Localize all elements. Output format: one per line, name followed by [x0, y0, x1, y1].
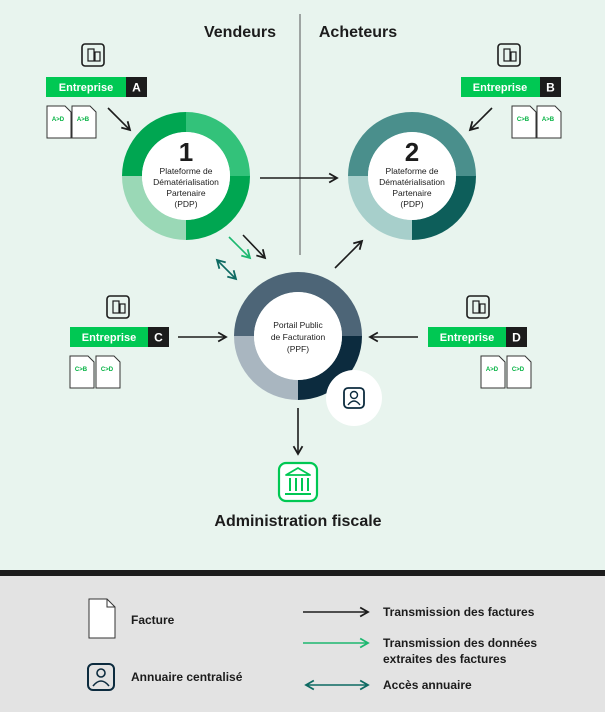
arrow-ppf-to-pdp2	[334, 239, 364, 269]
pdp1-ring-segment	[122, 176, 186, 240]
legend-annuaire: Annuaire centralisé	[131, 670, 243, 684]
pdp2-ring-segment	[348, 112, 412, 176]
enterprise-a: Entreprise A A>D A>B	[46, 43, 147, 139]
facture-icon: C>D	[95, 355, 121, 389]
facture-code: A>B	[542, 117, 555, 123]
pdp2-center	[368, 132, 456, 220]
legend-divider	[0, 570, 605, 576]
enterprise-c-label-box	[70, 327, 148, 347]
enterprise-b-letter-box	[540, 77, 561, 97]
enterprise-d-letter: D	[512, 331, 521, 345]
legend-transmission-donnees: Transmission des données	[383, 636, 537, 650]
pdp1-ring-segment	[186, 112, 250, 176]
enterprise-b-label-box	[461, 77, 540, 97]
pdp2-number: 2	[405, 137, 419, 167]
building-icon	[106, 295, 130, 319]
arrow-annuaire-pdp1-ppf	[215, 258, 238, 281]
facture-icon: A>D	[480, 355, 506, 389]
legend-transmission-factures: Transmission des factures	[383, 605, 535, 619]
facture-code: C>B	[75, 367, 88, 373]
enterprise-a-letter: A	[132, 81, 141, 95]
facture-icon: A>B	[71, 105, 97, 139]
pdp-2: 2 Plateforme de Dématérialisation Parten…	[348, 112, 476, 240]
pdp1-ring-segment	[186, 176, 250, 240]
enterprise-b-label: Entreprise	[473, 82, 527, 94]
building-icon	[81, 43, 105, 67]
annuaire-icon	[87, 663, 115, 691]
enterprise-d-label-box	[428, 327, 506, 347]
legend: Facture Annuaire centralisé Transmission…	[87, 598, 537, 692]
facture-code: A>D	[486, 367, 499, 373]
enterprise-c-label: Entreprise	[82, 332, 136, 344]
pdp1-ring-segment	[122, 112, 186, 176]
pdp2-ring-segment	[412, 112, 476, 176]
pdp2-line: (PDP)	[400, 199, 423, 209]
pdp1-line: Plateforme de	[160, 166, 213, 176]
pdp2-line: Plateforme de	[386, 166, 439, 176]
enterprise-d: Entreprise D A>D C>D	[428, 295, 532, 389]
building-icon	[497, 43, 521, 67]
pdp2-line: Dématérialisation	[379, 177, 445, 187]
enterprise-d-letter-box	[506, 327, 527, 347]
legend-acces-annuaire: Accès annuaire	[383, 678, 472, 692]
pdp2-ring-segment	[348, 176, 412, 240]
acheteurs-header: Acheteurs	[319, 24, 397, 41]
facture-code: A>B	[77, 117, 90, 123]
pdp1-line: Partenaire	[166, 188, 205, 198]
ppf-line: de Facturation	[271, 332, 326, 342]
pdp1-number: 1	[179, 137, 193, 167]
pdp1-line: Dématérialisation	[153, 177, 219, 187]
ppf-ring-segment	[298, 336, 362, 400]
facture-code: C>B	[517, 117, 530, 123]
ppf-line: Portail Public	[273, 320, 323, 330]
ppf-center	[254, 292, 342, 380]
facture-icon: A>D	[46, 105, 72, 139]
ppf: Portail Public de Facturation (PPF)	[234, 272, 362, 400]
enterprise-a-letter-box	[126, 77, 147, 97]
annuaire-icon	[343, 387, 365, 409]
legend-transmission-donnees: extraites des factures	[383, 652, 507, 666]
enterprise-c: Entreprise C C>B C>D	[69, 295, 169, 389]
facture-icon: C>D	[506, 355, 532, 389]
enterprise-c-letter: C	[154, 331, 163, 345]
pdp2-ring-segment	[412, 176, 476, 240]
enterprise-b: Entreprise B C>B A>B	[461, 43, 562, 139]
facture-icon: C>B	[511, 105, 537, 139]
arrow-data-pdp1-to-ppf	[228, 236, 252, 260]
administration-fiscale-label: Administration fiscale	[214, 513, 381, 530]
arrow-pdp1-to-ppf	[242, 234, 267, 260]
facture-code: C>D	[101, 367, 114, 373]
pdp1-center	[142, 132, 230, 220]
facture-code: A>D	[52, 117, 65, 123]
legend-facture: Facture	[131, 613, 175, 627]
government-building-icon	[277, 461, 319, 503]
arrow-enterprise-a-to-pdp1	[107, 107, 132, 132]
building-icon	[466, 295, 490, 319]
ppf-ring-segment	[234, 272, 298, 336]
facture-icon: C>B	[69, 355, 95, 389]
ppf-ring-segment	[298, 272, 362, 336]
annuaire-badge	[326, 370, 382, 426]
enterprise-b-letter: B	[546, 81, 555, 95]
enterprise-a-label-box	[46, 77, 126, 97]
arrow-enterprise-b-to-pdp2	[468, 107, 493, 132]
enterprise-c-letter-box	[148, 327, 169, 347]
enterprise-a-label: Entreprise	[59, 82, 113, 94]
pdp2-line: Partenaire	[392, 188, 431, 198]
facture-code: C>D	[512, 367, 525, 373]
enterprise-d-label: Entreprise	[440, 332, 494, 344]
facture-icon	[88, 598, 116, 639]
pdp1-line: (PDP)	[174, 199, 197, 209]
facture-icon: A>B	[536, 105, 562, 139]
ppf-line: (PPF)	[287, 344, 309, 354]
pdp-1: 1 Plateforme de Dématérialisation Parten…	[122, 112, 250, 240]
ppf-ring-segment	[234, 336, 298, 400]
vendeurs-header: Vendeurs	[204, 24, 276, 41]
